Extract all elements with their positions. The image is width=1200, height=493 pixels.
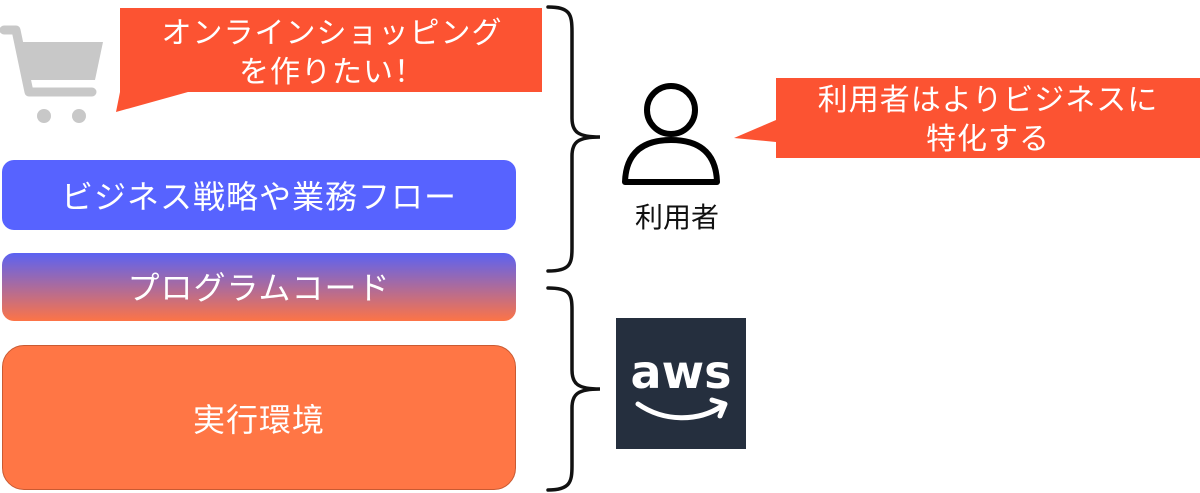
business-layer-label: ビジネス戦略や業務フロー: [60, 178, 457, 216]
user-callout-text: 利用者はよりビジネスに 特化する: [776, 81, 1200, 159]
shopping-cart-icon: [0, 25, 103, 123]
aws-wordmark: aws: [631, 345, 732, 399]
shop-callout: [116, 8, 542, 112]
user-scope-brace: [546, 5, 601, 273]
aws-logo: aws: [616, 318, 746, 449]
runtime-layer: 実行環境: [2, 345, 516, 490]
runtime-layer-label: 実行環境: [192, 400, 325, 439]
code-layer-label: プログラムコード: [127, 269, 391, 307]
aws-scope-brace: [546, 286, 601, 492]
code-layer: プログラムコード: [2, 253, 516, 321]
shop-callout-text: オンラインショッピング を作りたい！: [122, 14, 542, 92]
user-label: 利用者: [634, 201, 719, 234]
person-icon: [622, 83, 720, 185]
shop-callout-line1: オンラインショッピング: [161, 16, 503, 51]
user-callout-line2: 特化する: [926, 122, 1050, 157]
user-callout-line1: 利用者はよりビジネスに: [817, 83, 1159, 118]
shop-callout-line2: を作りたい！: [239, 55, 425, 90]
business-layer: ビジネス戦略や業務フロー: [2, 160, 516, 230]
user-callout: [734, 78, 1200, 158]
